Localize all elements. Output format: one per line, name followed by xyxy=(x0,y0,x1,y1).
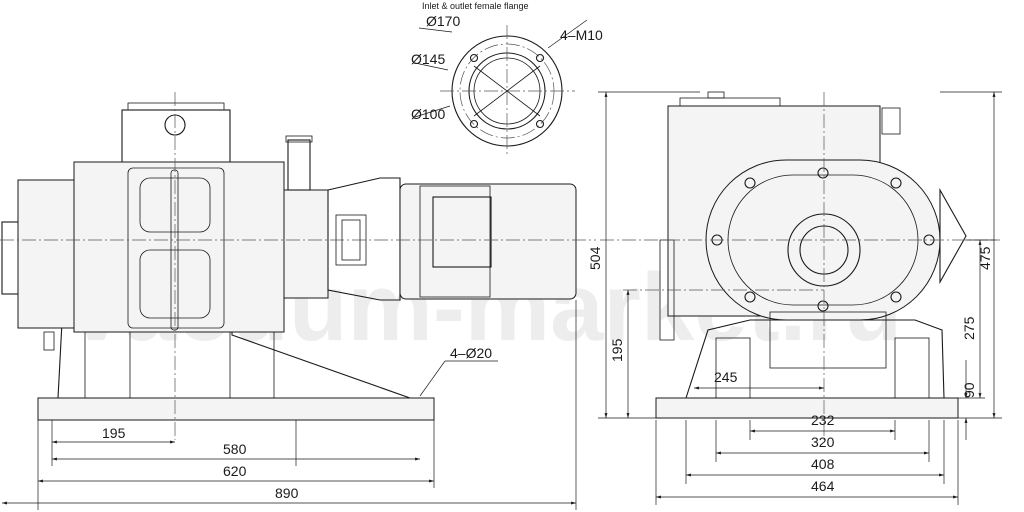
side-dim-580: 580 xyxy=(223,441,247,457)
end-dim-320: 320 xyxy=(811,434,835,450)
end-dim-504: 504 xyxy=(587,246,603,270)
side-holes-label: 4–Ø20 xyxy=(450,345,492,361)
flange-detail: Ø170 Ø145 Ø100 4–M10 xyxy=(411,13,603,157)
flange-d170-label: Ø170 xyxy=(426,13,460,29)
end-dim-408: 408 xyxy=(811,456,835,472)
flange-caption: Inlet & outlet female flange xyxy=(422,1,529,11)
end-dim-90: 90 xyxy=(961,382,977,398)
end-dim-232: 232 xyxy=(811,412,835,428)
end-dim-245: 245 xyxy=(714,369,738,385)
end-dim-475: 475 xyxy=(977,246,993,270)
end-dim-195: 195 xyxy=(609,338,625,362)
flange-bolts-label: 4–M10 xyxy=(560,27,603,43)
end-view: 504 195 475 275 90 245 232 320 408 464 xyxy=(587,91,1002,505)
flange-d145-label: Ø145 xyxy=(411,51,445,67)
side-dim-890: 890 xyxy=(275,485,299,501)
end-dim-464: 464 xyxy=(811,478,835,494)
flange-d100-label: Ø100 xyxy=(411,106,445,122)
side-dim-620: 620 xyxy=(223,463,247,479)
end-dim-275: 275 xyxy=(961,316,977,340)
side-dim-195: 195 xyxy=(102,425,126,441)
side-view: 4–Ø20 195 580 620 890 xyxy=(0,92,596,510)
